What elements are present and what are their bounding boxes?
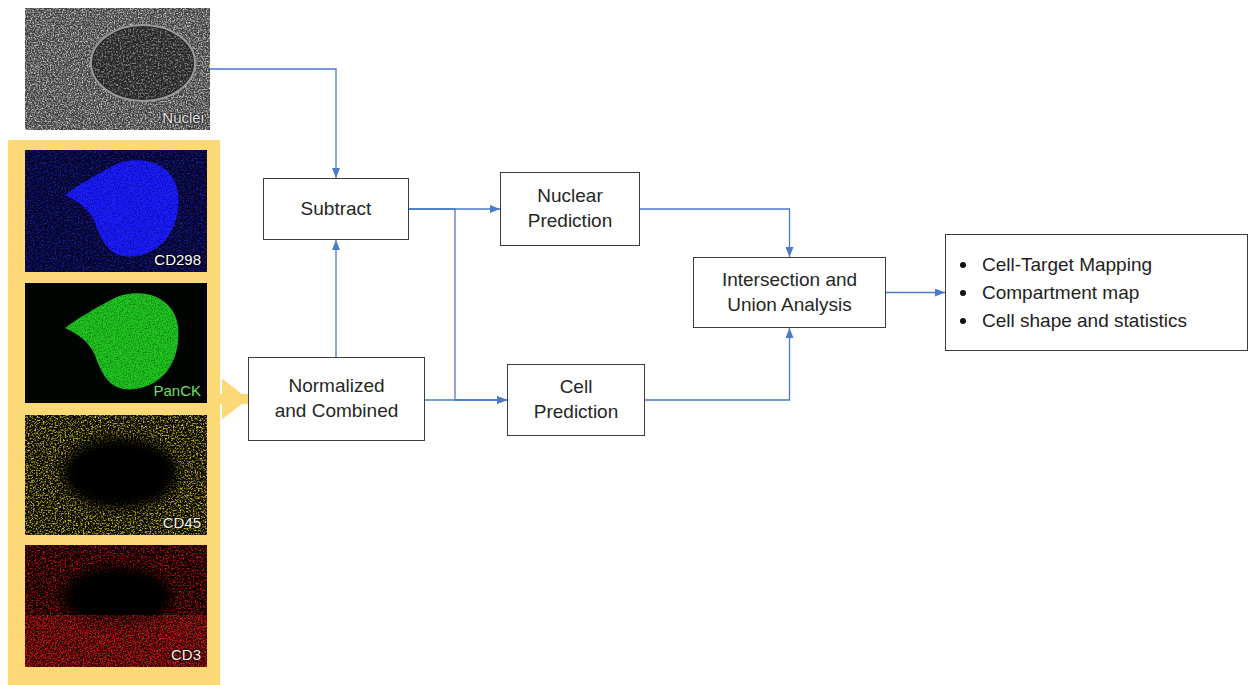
illustration-part — [25, 150, 207, 272]
process-box: Intersection and Union Analysis — [693, 257, 886, 328]
box-label: Normalized and Combined — [274, 374, 399, 423]
list-text: Cell-Target Mapping — [982, 251, 1152, 279]
illustration-part — [25, 283, 207, 403]
process-box: Normalized and Combined — [248, 357, 425, 441]
cd45-image — [25, 415, 207, 535]
cd298-image — [25, 150, 207, 272]
illustration-part — [25, 283, 207, 403]
illustration-part — [25, 415, 207, 535]
box-label: Intersection and Union Analysis — [702, 268, 877, 317]
bullet-dot — [960, 318, 966, 324]
illustration-part — [93, 27, 193, 99]
image-tile: CD3 — [25, 545, 207, 667]
illustration-part — [25, 545, 207, 667]
output-box: Cell-Target MappingCompartment mapCell s… — [945, 234, 1248, 351]
flow-arrow — [640, 209, 790, 257]
flow-arrow — [645, 328, 790, 400]
list-item: Compartment map — [960, 279, 1235, 307]
illustration-part — [25, 615, 207, 667]
cd3-image — [25, 545, 207, 667]
flow-arrow — [210, 69, 336, 178]
illustration-part — [25, 8, 210, 130]
panck-image — [25, 283, 207, 403]
process-box: Cell Prediction — [507, 364, 645, 436]
channel-label: CD45 — [163, 514, 201, 532]
list-item: Cell shape and statistics — [960, 307, 1235, 335]
box-label: Cell Prediction — [526, 375, 626, 424]
nuclei-image — [25, 8, 210, 130]
illustration-part — [91, 25, 195, 101]
image-tile: PanCK — [25, 283, 207, 403]
channel-label: PanCK — [153, 382, 201, 400]
process-box: Nuclear Prediction — [500, 172, 640, 246]
image-tile: Nuclei — [25, 8, 210, 130]
channel-label: CD3 — [171, 646, 201, 664]
bullet-dot — [960, 262, 966, 268]
illustration-part — [25, 545, 207, 667]
illustration-part — [25, 150, 207, 272]
flow-arrow — [335, 240, 336, 357]
channel-label: Nuclei — [162, 109, 204, 127]
list-text: Compartment map — [982, 279, 1139, 307]
process-box: Subtract — [263, 178, 409, 240]
illustration-part — [25, 415, 207, 535]
channel-merge-arrow — [207, 399, 248, 606]
list-text: Cell shape and statistics — [982, 307, 1187, 335]
marker-panel — [8, 140, 220, 685]
list-item: Cell-Target Mapping — [960, 251, 1235, 279]
image-tile: CD298 — [25, 150, 207, 272]
image-tile: CD45 — [25, 415, 207, 535]
channel-label: CD298 — [154, 251, 201, 269]
illustration-part — [62, 437, 178, 509]
flow-arrow — [886, 292, 945, 293]
bullet-dot — [960, 290, 966, 296]
channel-merge-arrow — [207, 343, 248, 399]
box-label: Nuclear Prediction — [515, 184, 625, 233]
flow-arrow — [425, 399, 507, 400]
illustration-part — [25, 150, 207, 272]
channel-merge-arrow — [207, 211, 248, 399]
box-label: Subtract — [301, 197, 372, 222]
illustration-part — [25, 8, 210, 130]
